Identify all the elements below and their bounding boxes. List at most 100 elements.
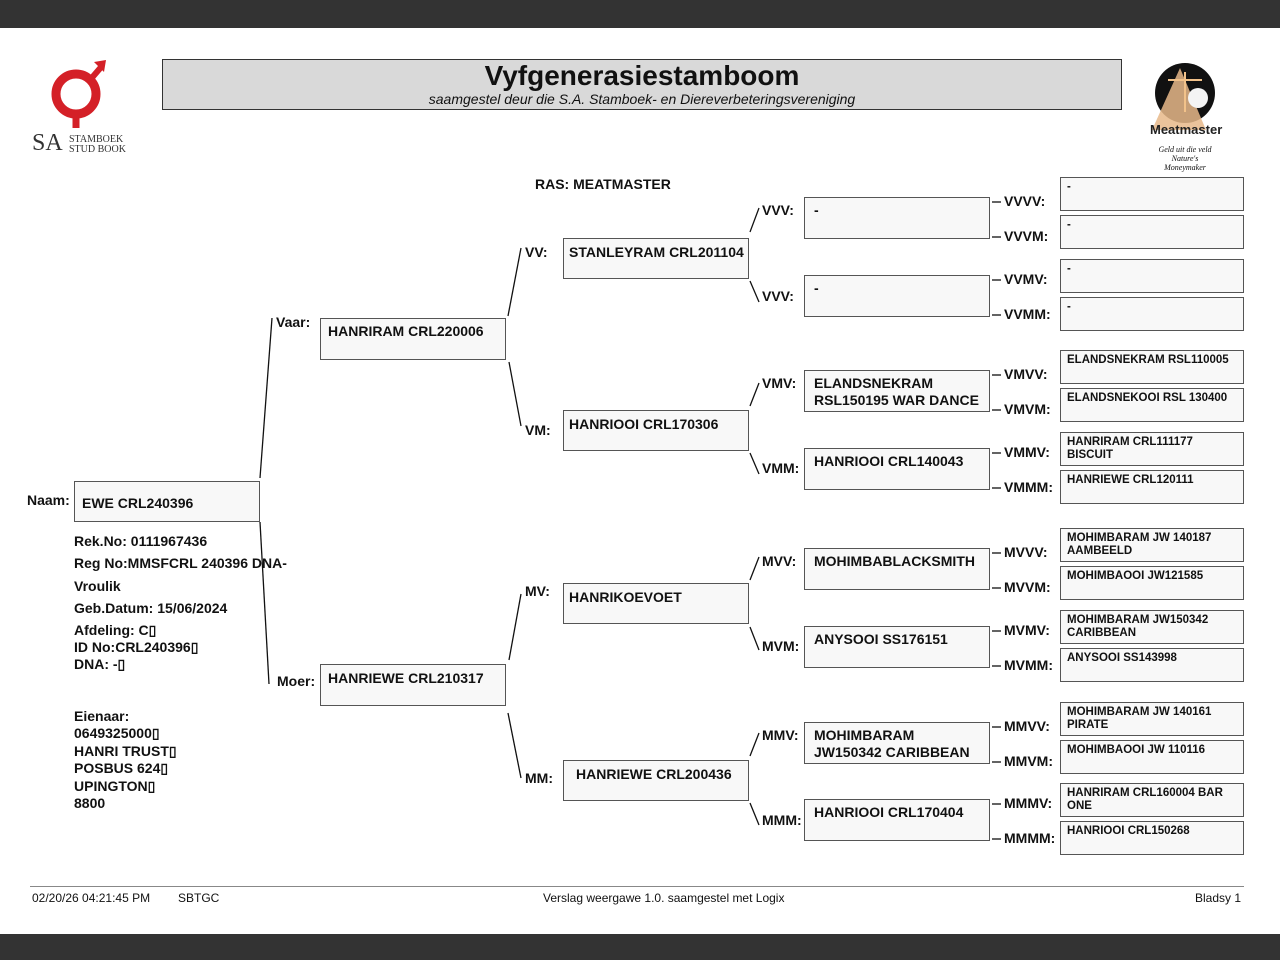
gen2-box: HANRIKOEVOET <box>563 583 749 624</box>
tagline-line-2: Nature's Moneymaker <box>1164 154 1206 172</box>
gen4-label: VVVV: <box>1004 193 1046 209</box>
gen4-box: MOHIMBAOOI JW 110116 <box>1060 740 1244 774</box>
owner-line: POSBUS 624▯ <box>74 760 169 776</box>
animal-name-label: Naam: <box>27 492 70 508</box>
animal-dna: DNA: -▯ <box>74 656 126 672</box>
gen2-label: VV: <box>525 244 548 260</box>
gen4-label: MMVV: <box>1004 718 1050 734</box>
gen4-box: - <box>1060 215 1244 249</box>
gen4-name: MOHIMBARAM JW150342 CARIBBEAN <box>1067 614 1209 639</box>
gen4-name: HANRIOOI CRL150268 <box>1067 825 1190 837</box>
gen4-box: - <box>1060 297 1244 331</box>
gen3-box: ELANDSNEKRAM RSL150195 WAR DANCE <box>804 370 990 412</box>
gen3-box: MOHIMBABLACKSMITH <box>804 548 990 590</box>
gen3-box: - <box>804 275 990 317</box>
gen4-name: HANRIRAM CRL160004 BAR ONE <box>1067 787 1223 812</box>
gen3-name: - <box>814 280 819 296</box>
gen4-box: HANRIOOI CRL150268 <box>1060 821 1244 855</box>
gen4-label: VMMV: <box>1004 444 1050 460</box>
gen3-name: HANRIOOI CRL170404 <box>814 804 964 820</box>
gen4-label: VVMV: <box>1004 271 1048 287</box>
gen3-box: - <box>804 197 990 239</box>
gen4-box: MOHIMBARAM JW150342 CARIBBEAN <box>1060 610 1244 644</box>
owner-line: 0649325000▯ <box>74 725 160 741</box>
gen4-label: VMVM: <box>1004 401 1051 417</box>
meatmaster-name: Meatmaster <box>1150 122 1223 137</box>
gen4-box: MOHIMBAOOI JW121585 <box>1060 566 1244 600</box>
gen4-name: MOHIMBAOOI JW121585 <box>1067 570 1204 582</box>
gen3-label: MVM: <box>762 638 800 654</box>
gen3-box: ANYSOOI SS176151 <box>804 626 990 668</box>
footer-timestamp: 02/20/26 04:21:45 PM <box>32 891 151 905</box>
footer-divider <box>30 886 1244 887</box>
gen4-label: VMMM: <box>1004 479 1053 495</box>
gen4-box: - <box>1060 259 1244 293</box>
sire-label: Vaar: <box>276 314 311 330</box>
gen3-box: MOHIMBARAM JW150342 CARIBBEAN <box>804 722 990 764</box>
page-subtitle: saamgestel deur die S.A. Stamboek- en Di… <box>428 91 856 107</box>
animal-rek-no: Rek.No: 0111967436 <box>74 533 208 549</box>
animal-box: EWE CRL240396 <box>74 481 260 522</box>
gen2-name: STANLEYRAM CRL201104 <box>569 244 744 260</box>
meatmaster-tagline: Geld uit die veld Nature's Moneymaker <box>1152 145 1218 172</box>
viewer-top-bar <box>0 0 1280 28</box>
gen3-label: VVV: <box>762 288 794 304</box>
gen4-label: VMVV: <box>1004 366 1048 382</box>
logo-line-studbook: STUD BOOK <box>69 144 126 155</box>
footer-code: SBTGC <box>178 891 220 905</box>
sire-box: HANRIRAM CRL220006 <box>320 318 506 360</box>
gen4-label: MMMM: <box>1004 830 1056 846</box>
gen3-name: MOHIMBABLACKSMITH <box>814 553 975 569</box>
gen4-name: ELANDSNEKOOI RSL 130400 <box>1067 392 1228 404</box>
gen4-box: ELANDSNEKOOI RSL 130400 <box>1060 388 1244 422</box>
gen3-label: VVV: <box>762 202 794 218</box>
footer-report-version: Verslag weergawe 1.0. saamgestel met Log… <box>543 891 785 905</box>
gen3-label: VMM: <box>762 460 800 476</box>
gen4-name: - <box>1067 263 1071 275</box>
gen2-label: VM: <box>525 422 551 438</box>
breed-label: RAS: MEATMASTER <box>535 176 671 192</box>
animal-birth-date: Geb.Datum: 15/06/2024 <box>74 600 228 616</box>
gen4-box: MOHIMBARAM JW 140187 AAMBEELD <box>1060 528 1244 562</box>
gen3-label: VMV: <box>762 375 797 391</box>
gen4-label: MMVM: <box>1004 753 1053 769</box>
gen3-name: MOHIMBARAM JW150342 CARIBBEAN <box>814 727 970 760</box>
logo-sa-text: SA <box>32 130 63 156</box>
gen2-box: HANRIEWE CRL200436 <box>563 760 749 801</box>
gen2-box: HANRIOOI CRL170306 <box>563 410 749 451</box>
gen3-label: MMV: <box>762 727 799 743</box>
gen3-box: HANRIOOI CRL170404 <box>804 799 990 841</box>
scales-emblem-icon <box>1152 63 1215 130</box>
gen4-label: MVMV: <box>1004 622 1050 638</box>
gen4-name: HANRIRAM CRL111177 BISCUIT <box>1067 436 1193 461</box>
dam-name: HANRIEWE CRL210317 <box>328 670 484 686</box>
gen4-name: - <box>1067 301 1071 313</box>
animal-sex: Vroulik <box>74 578 121 594</box>
gen4-name: ANYSOOI SS143998 <box>1067 652 1177 664</box>
gen2-name: HANRIKOEVOET <box>569 589 682 605</box>
gen3-name: ANYSOOI SS176151 <box>814 631 948 647</box>
gen3-label: MVV: <box>762 553 797 569</box>
footer-page-number: Bladsy 1 <box>1195 891 1242 905</box>
gen4-name: MOHIMBAOOI JW 110116 <box>1067 744 1206 756</box>
owner-label: Eienaar: <box>74 708 130 724</box>
gen4-box: - <box>1060 177 1244 211</box>
gen4-label: VVMM: <box>1004 306 1051 322</box>
gen3-label: MMM: <box>762 812 802 828</box>
gen2-name: HANRIOOI CRL170306 <box>569 416 719 432</box>
gen2-label: MM: <box>525 770 553 786</box>
gen3-box: HANRIOOI CRL140043 <box>804 448 990 490</box>
tagline-line-1: Geld uit die veld <box>1158 145 1212 154</box>
dam-box: HANRIEWE CRL210317 <box>320 664 506 706</box>
gen4-box: ANYSOOI SS143998 <box>1060 648 1244 682</box>
owner-line: 8800 <box>74 795 106 811</box>
owner-line: UPINGTON▯ <box>74 778 156 794</box>
page-title: Vyfgenerasiestamboom <box>484 60 800 91</box>
gen4-name: MOHIMBARAM JW 140187 AAMBEELD <box>1067 532 1212 557</box>
animal-name: EWE CRL240396 <box>82 495 194 511</box>
logo-line-stamboek: STAMBOEK <box>69 134 124 145</box>
title-banner: Vyfgenerasiestamboom saamgestel deur die… <box>162 59 1122 110</box>
animal-afdeling: Afdeling: C▯ <box>74 622 157 638</box>
gen4-box: HANRIRAM CRL111177 BISCUIT <box>1060 432 1244 466</box>
